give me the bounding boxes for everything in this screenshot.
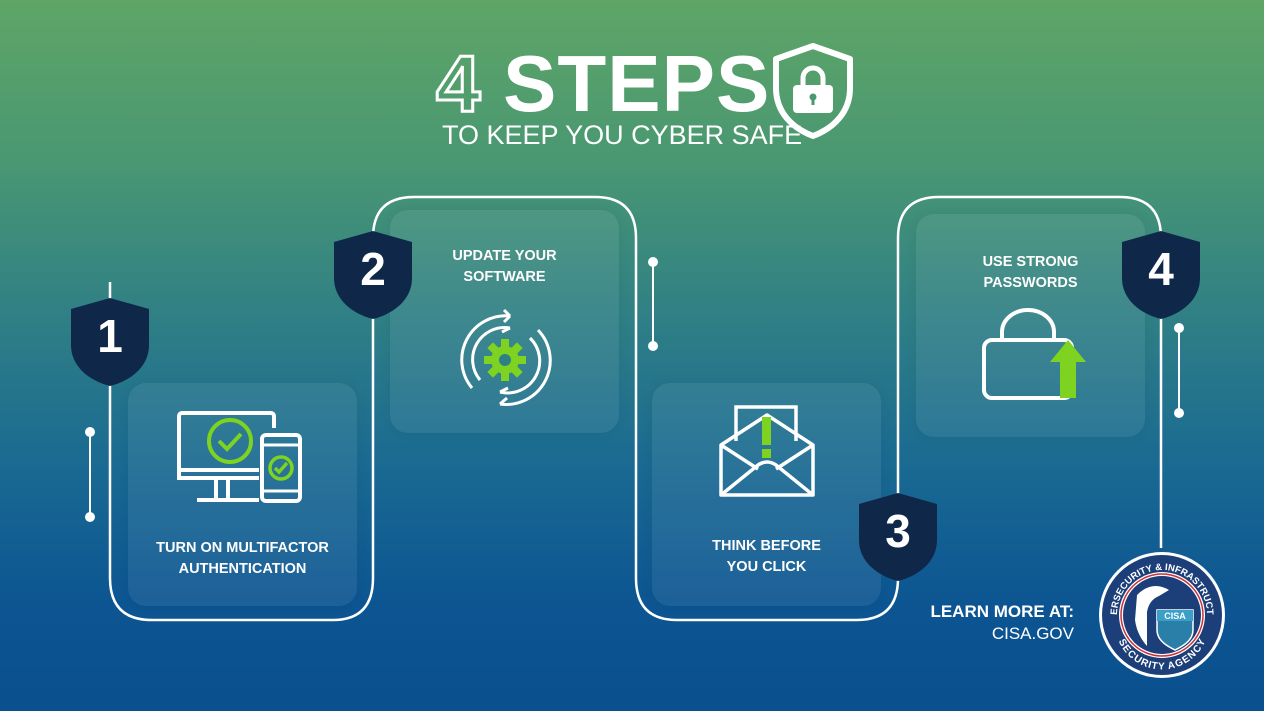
- padlock-arrow-up-icon: [982, 308, 1086, 400]
- page-title: STEPS: [503, 39, 771, 128]
- cisa-seal-logo: CYBERSECURITY & INFRASTRUCTURE SECURITY …: [1097, 550, 1225, 678]
- shield-badge-icon: [1122, 231, 1200, 319]
- svg-text:CISA: CISA: [1164, 611, 1186, 621]
- shield-lock-icon: [773, 43, 853, 139]
- shield-badge-icon: [859, 493, 937, 581]
- step-number: 3: [885, 505, 911, 557]
- page-subtitle: TO KEEP YOU CYBER SAFE: [442, 120, 803, 150]
- envelope-alert-icon: [719, 405, 815, 497]
- step-number: 1: [97, 310, 123, 362]
- step-number: 4: [1148, 243, 1174, 295]
- step-badge-2: 2: [333, 230, 413, 320]
- learn-more-link[interactable]: CISA.GOV: [991, 624, 1074, 643]
- step-badge-4: 4: [1121, 230, 1201, 320]
- shield-badge-icon: [334, 231, 412, 319]
- gear-refresh-icon: [460, 308, 552, 406]
- learn-more-label: LEARN MORE AT:: [930, 602, 1074, 621]
- computer-phone-check-icon: [177, 411, 302, 503]
- title-number: 4: [435, 39, 482, 128]
- decorative-dot-line: [85, 427, 95, 522]
- decorative-dot-line: [648, 257, 658, 351]
- step-badge-1: 1: [70, 297, 150, 387]
- shield-badge-icon: [71, 298, 149, 386]
- learn-more: LEARN MORE AT: CISA.GOV: [930, 601, 1074, 645]
- step-badge-3: 3: [858, 492, 938, 582]
- decorative-dot-line: [1174, 323, 1184, 418]
- step-number: 2: [360, 243, 386, 295]
